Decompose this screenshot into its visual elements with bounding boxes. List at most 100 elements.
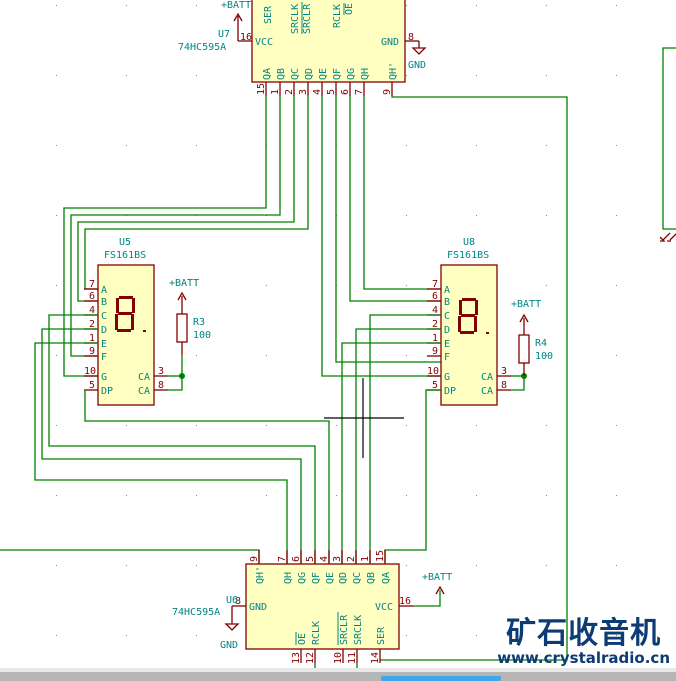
u6-pin-name: SRCLK — [353, 615, 364, 645]
grid-dot — [476, 565, 477, 566]
u5-pin-name: G — [101, 372, 107, 383]
u8-pin-name: E — [444, 339, 450, 350]
u8-pin-num: 7 — [432, 279, 438, 290]
u6-pin-num: 15 — [375, 550, 386, 562]
grid-dot — [196, 355, 197, 356]
u5-ref: U5 — [119, 237, 131, 248]
r3-ref: R3 — [193, 317, 205, 328]
grid-dot — [476, 215, 477, 216]
ground-icon — [224, 623, 240, 631]
u5-pin-num: 8 — [158, 380, 164, 391]
r3-resistor[interactable]: +BATT R3 100 — [169, 278, 211, 376]
r4-ref: R4 — [535, 338, 547, 349]
grid-dot — [56, 145, 57, 146]
u8-pin-num: 3 — [501, 366, 507, 377]
u6-pin-num: 10 — [333, 652, 344, 664]
grid-dot — [476, 145, 477, 146]
grid-dot — [616, 285, 617, 286]
u5-pin-name: DP — [101, 386, 113, 397]
u5-pin-num: 2 — [89, 319, 95, 330]
grid-dot — [406, 565, 407, 566]
grid-dot — [546, 565, 547, 566]
grid-dot — [196, 425, 197, 426]
u8-pin-num: 2 — [432, 319, 438, 330]
resistor-icon — [518, 334, 530, 364]
u6-pin-name: OE — [297, 633, 308, 645]
u6-pin-num: 16 — [399, 596, 411, 607]
u8-pin-name: F — [444, 352, 450, 363]
u8-pin-name: DP — [444, 386, 456, 397]
u8-pin-num: 4 — [432, 305, 438, 316]
u6-pin-name: QA — [381, 572, 392, 584]
u7-component[interactable]: +BATT 16 VCC U7 74HC595A 8 GND GND SER S… — [178, 0, 427, 96]
grid-dot — [126, 5, 127, 6]
grid-dot — [546, 355, 547, 356]
grid-dot — [546, 495, 547, 496]
u8-pin-num: 5 — [432, 380, 438, 391]
u6-pin-name: QE — [325, 572, 336, 584]
grid-dot — [406, 495, 407, 496]
u7-pin-num: 3 — [298, 89, 309, 95]
u5-pin-name: B — [101, 297, 107, 308]
u5-pin-name: D — [101, 325, 107, 336]
grid-dot — [546, 5, 547, 6]
u6-pin-name: QB — [366, 572, 377, 584]
u5-pin-num: 10 — [84, 366, 96, 377]
scrollbar-track[interactable] — [0, 672, 676, 681]
r3-power-label: +BATT — [169, 278, 199, 289]
seven-segment-display-icon — [115, 296, 146, 332]
grid-dot — [546, 145, 547, 146]
u6-pin-name: QF — [311, 572, 322, 584]
grid-dot — [56, 425, 57, 426]
u7-pin-name: VCC — [255, 37, 273, 48]
u5-pin-name: CA — [138, 386, 150, 397]
u5-pin-name: A — [101, 285, 107, 296]
seven-segment-display-icon — [458, 298, 489, 334]
grid-dot — [126, 635, 127, 636]
u5-pin-name: E — [101, 339, 107, 350]
grid-dot — [56, 565, 57, 566]
grid-dot — [616, 565, 617, 566]
u6-value: 74HC595A — [172, 607, 220, 618]
u6-pin-num: 3 — [332, 556, 343, 562]
u6-pin-num: 11 — [347, 652, 358, 664]
u8-pin-num: 10 — [427, 366, 439, 377]
grid-dot — [476, 495, 477, 496]
grid-dot — [406, 75, 407, 76]
power-arrow-icon — [519, 313, 529, 323]
u7-pin-name: QG — [346, 68, 357, 80]
r4-resistor[interactable]: +BATT R4 100 — [511, 299, 553, 376]
grid-dot — [406, 5, 407, 6]
scrollbar-thumb[interactable] — [381, 676, 501, 681]
u7-pin-name: OE — [344, 3, 355, 15]
grid-dot — [476, 75, 477, 76]
u5-pin-num: 5 — [89, 380, 95, 391]
u8-pin-name: B — [444, 297, 450, 308]
grid-dot — [266, 355, 267, 356]
grid-dot — [616, 145, 617, 146]
u7-pin-name: QC — [290, 68, 301, 80]
grid-dot — [406, 355, 407, 356]
grid-dot — [56, 635, 57, 636]
u8-pin-num: 6 — [432, 291, 438, 302]
u6-pin-num: 9 — [249, 556, 260, 562]
grid-dot — [196, 565, 197, 566]
u6-pin-name: RCLK — [311, 621, 322, 645]
grid-dot — [476, 5, 477, 6]
u7-pin-name: QB — [276, 68, 287, 80]
u5-pin-name: F — [101, 352, 107, 363]
r3-value: 100 — [193, 330, 211, 341]
grid-dot — [546, 425, 547, 426]
grid-dot — [406, 215, 407, 216]
u7-value: 74HC595A — [178, 42, 226, 53]
u6-pin-name: QC — [352, 572, 363, 584]
grid-dot — [196, 495, 197, 496]
u6-pin-num: 4 — [319, 556, 330, 562]
u5-pin-num: 4 — [89, 305, 95, 316]
u6-pin-num: 14 — [370, 652, 381, 664]
u6-pin-num: 13 — [291, 652, 302, 664]
